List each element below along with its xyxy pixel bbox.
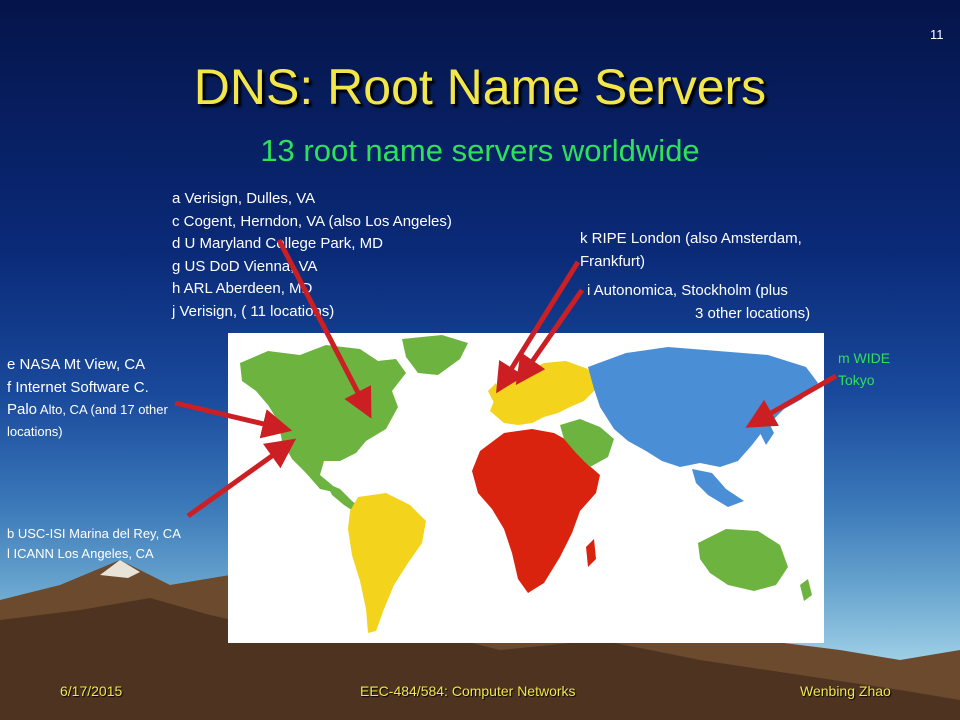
arrow-europe-i (515, 288, 585, 386)
southeast-asia-region (692, 469, 744, 507)
server-c-line: c Cogent, Herndon, VA (also Los Angeles) (172, 212, 452, 230)
africa-region (472, 429, 600, 593)
server-k-line-2: Frankfurt) (580, 252, 646, 270)
us-east-servers-label: a Verisign, Dulles, VA c Cogent, Herndon… (172, 188, 452, 323)
middle-east-region (560, 419, 614, 467)
server-g-line: g US DoD Vienna, VA (172, 257, 318, 275)
footer-author: Wenbing Zhao (800, 683, 891, 699)
server-m-line-1: m WIDE (838, 350, 891, 366)
server-f-location-detail: Alto, CA (and 17 other (37, 402, 168, 417)
arrow-europe-k (496, 260, 581, 394)
server-b-line: b USC-ISI Marina del Rey, CA (7, 526, 181, 541)
server-f-location-line: Palo Alto, CA (and 17 other (7, 399, 168, 422)
arrow-west-b (186, 438, 297, 519)
footer-course: EEC-484/584: Computer Networks (360, 683, 576, 699)
server-f-line: f Internet Software C. (7, 378, 149, 396)
madagascar-region (586, 539, 596, 567)
world-map (228, 333, 824, 643)
tokyo-server-label: m WIDE Tokyo (838, 347, 890, 391)
server-a-line: a Verisign, Dulles, VA (172, 190, 316, 207)
server-h-line: h ARL Aberdeen, MD (172, 280, 313, 297)
server-d-line: d U Maryland College Park, MD (172, 235, 383, 252)
server-f-city: Palo (7, 401, 38, 418)
server-l-line: l ICANN Los Angeles, CA (7, 546, 154, 561)
server-m-line-2: Tokyo (838, 372, 875, 388)
server-e-line: e NASA Mt View, CA (7, 356, 146, 373)
los-angeles-servers-label: b USC-ISI Marina del Rey, CA l ICANN Los… (7, 524, 181, 564)
west-coast-servers-label: e NASA Mt View, CA f Internet Software C… (7, 354, 168, 442)
slide-subtitle: 13 root name servers worldwide (260, 133, 700, 168)
south-america-region (348, 493, 426, 633)
slide-title: DNS: Root Name Servers (193, 59, 767, 115)
server-f-location-tail: locations) (7, 423, 63, 439)
australia-region (698, 529, 788, 591)
greenland-region (402, 335, 468, 375)
arrow-us-east (276, 238, 372, 419)
slide-number: 11 (930, 27, 944, 42)
arrow-west-e (174, 400, 293, 439)
server-k-line-1: k RIPE London (also Amsterdam, (580, 230, 802, 247)
world-map-graphic (240, 335, 818, 633)
new-zealand-region (800, 579, 812, 601)
north-america-region (240, 345, 406, 493)
server-i-line-1: i Autonomica, Stockholm (plus (587, 282, 788, 299)
footer-date: 6/17/2015 (60, 683, 123, 699)
asia-region (588, 347, 818, 467)
server-j-line: j Verisign, ( 11 locations) (172, 302, 335, 320)
server-i-line-2: 3 other locations) (695, 304, 811, 322)
europe-server-k-label: k RIPE London (also Amsterdam, Frankfurt… (580, 228, 802, 273)
central-america-region (326, 483, 362, 513)
arrow-tokyo (745, 373, 838, 428)
europe-server-i-label: i Autonomica, Stockholm (plus 3 other lo… (587, 280, 810, 325)
